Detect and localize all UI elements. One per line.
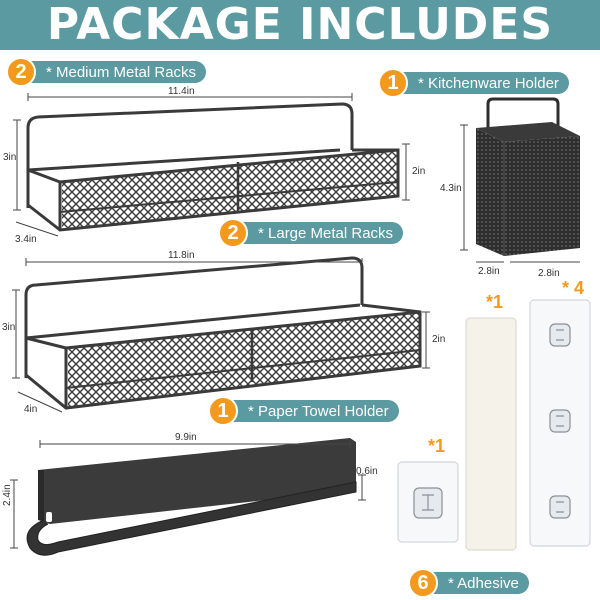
- adhesive-strip: [465, 317, 517, 551]
- large-metal-rack: [24, 256, 422, 410]
- towel-holder-height: 2.4in: [2, 484, 13, 506]
- towel-holder-count: 1: [208, 396, 238, 426]
- adhesive-single-hook: [397, 461, 459, 543]
- medium-racks-count: 2: [6, 57, 36, 87]
- dimension-lines: [10, 93, 580, 549]
- towel-holder-text: * Paper Towel Holder: [248, 402, 389, 420]
- adhesive-strip-qty: *1: [486, 292, 504, 312]
- kitchenware-holder: [476, 97, 580, 256]
- kitchenware-width: 2.8in: [478, 266, 500, 277]
- towel-holder-label: 1 * Paper Towel Holder: [208, 396, 399, 426]
- adhesive-hooks-qty: * 4: [562, 278, 585, 298]
- medium-rack-height: 3in: [3, 152, 17, 163]
- large-rack-width: 11.8in: [168, 250, 195, 261]
- adhesive-hooks-panel: [529, 299, 591, 547]
- kitchenware-count: 1: [378, 68, 408, 98]
- large-rack-front: 2in: [432, 334, 446, 345]
- large-racks-text: * Large Metal Racks: [258, 224, 394, 242]
- kitchenware-label: 1 * Kitchenware Holder: [378, 68, 569, 98]
- page-title: PACKAGE INCLUDES: [46, 0, 554, 50]
- medium-racks-text: * Medium Metal Racks: [46, 63, 197, 81]
- medium-metal-rack: [26, 102, 400, 232]
- medium-rack-width: 11.4in: [168, 86, 195, 97]
- large-rack-height: 3in: [2, 322, 16, 333]
- medium-rack-front: 2in: [412, 166, 426, 177]
- medium-racks-label: 2 * Medium Metal Racks: [6, 57, 207, 87]
- kitchenware-height: 4.3in: [440, 183, 462, 194]
- kitchenware-depth: 2.8in: [538, 268, 560, 279]
- large-rack-depth: 4in: [24, 404, 38, 415]
- large-racks-label: 2 * Large Metal Racks: [218, 218, 404, 248]
- adhesive-label: 6 * Adhesive: [408, 568, 529, 598]
- towel-holder-depth: 0.6in: [356, 466, 378, 477]
- medium-rack-depth: 3.4in: [15, 234, 37, 245]
- adhesive-count: 6: [408, 568, 438, 598]
- large-racks-count: 2: [218, 218, 248, 248]
- adhesive-single-qty: *1: [428, 436, 446, 456]
- page-header: PACKAGE INCLUDES: [0, 0, 600, 50]
- kitchenware-text: * Kitchenware Holder: [418, 74, 559, 92]
- adhesive-text: * Adhesive: [448, 574, 519, 592]
- towel-holder-width: 9.9in: [175, 432, 197, 443]
- paper-towel-holder: [26, 438, 357, 556]
